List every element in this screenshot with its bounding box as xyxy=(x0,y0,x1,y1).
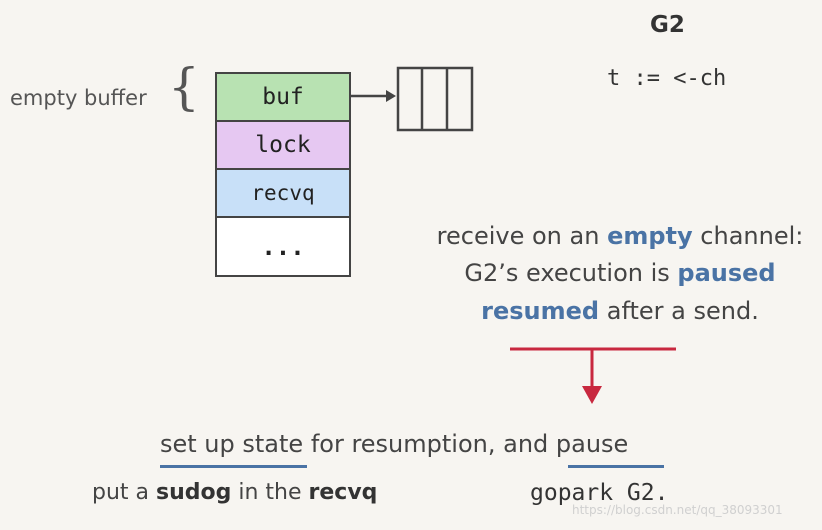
goroutine-code: t := <-ch xyxy=(607,66,727,91)
highlight-resumed: resumed xyxy=(481,297,600,325)
setup-underline xyxy=(160,465,307,468)
watermark: https://blog.csdn.net/qq_38093301 xyxy=(572,503,783,517)
curly-brace: { xyxy=(168,58,200,116)
sudog-line: put a sudog in the recvq xyxy=(92,480,378,505)
buf-pointer-arrowhead xyxy=(386,90,396,102)
highlight-paused: paused xyxy=(677,259,776,287)
explanation-line-2: G2’s execution is paused xyxy=(464,259,776,287)
gopark-code: gopark G2. xyxy=(530,480,669,506)
setup-state-line: set up state for resumption, and pause xyxy=(160,430,629,458)
goroutine-title: G2 xyxy=(650,12,685,38)
highlight-empty: empty xyxy=(607,222,693,250)
buffer-array xyxy=(396,66,474,132)
hchan-lock-field: lock xyxy=(215,120,351,168)
hchan-buf-field: buf xyxy=(215,72,351,120)
hchan-recvq-field: recvq xyxy=(215,168,351,216)
explanation-line-1: receive on an empty channel: xyxy=(436,222,804,250)
pause-underline xyxy=(568,465,664,468)
explanation-line-3: resumed after a send. xyxy=(481,297,759,325)
hchan-ellipsis-field: ... xyxy=(215,216,351,277)
empty-buffer-label: empty buffer xyxy=(10,86,147,110)
red-down-arrowhead xyxy=(582,386,602,404)
